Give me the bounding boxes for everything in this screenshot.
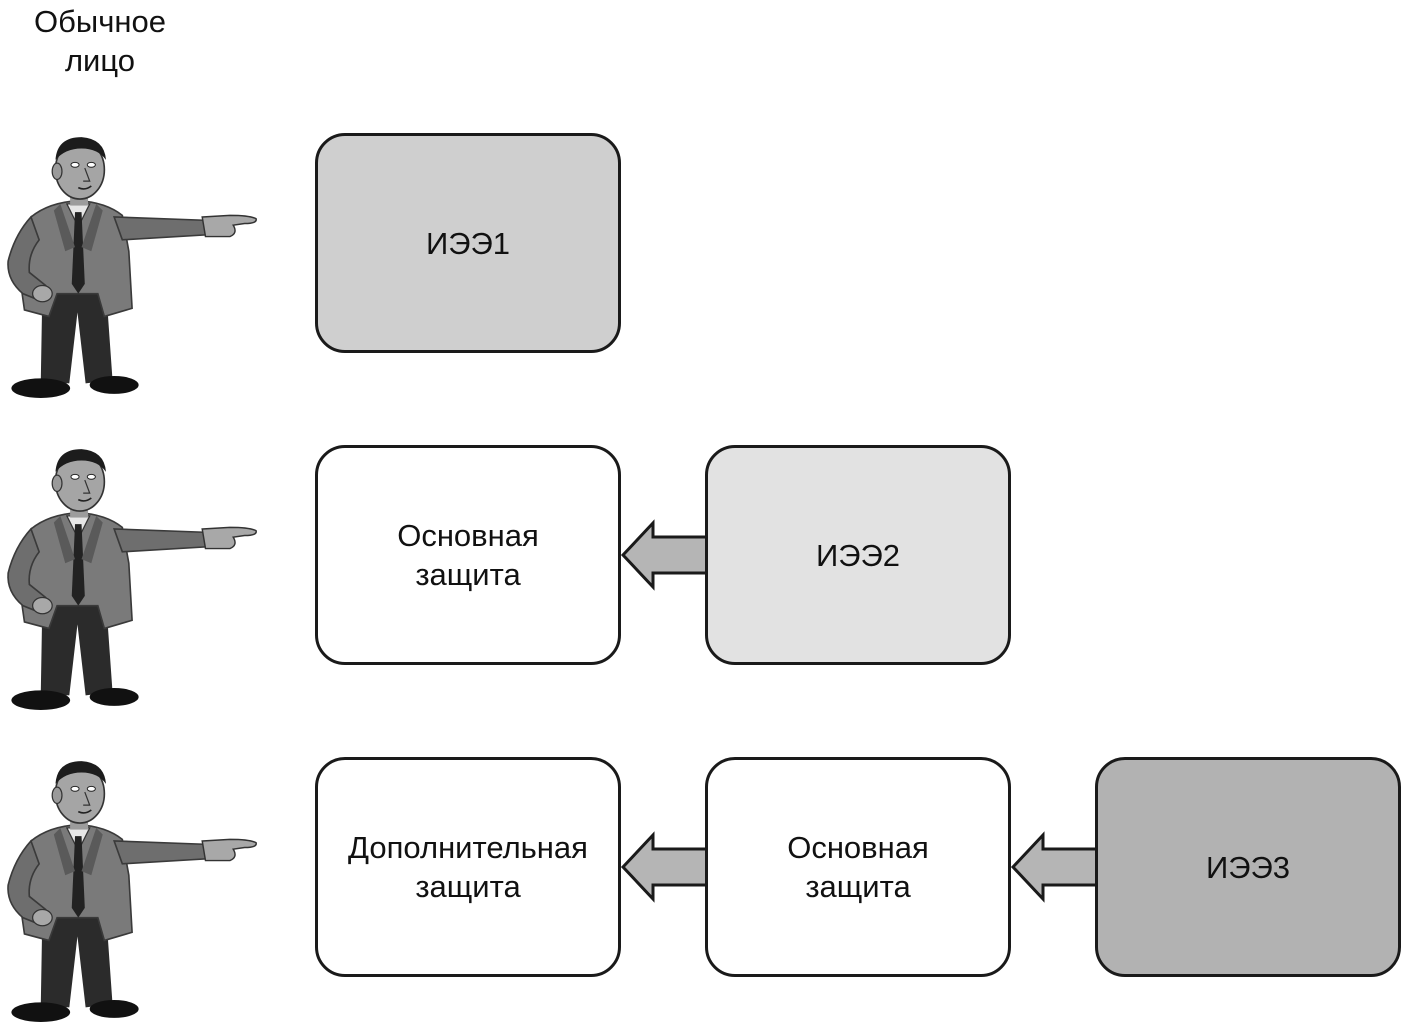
box-label: Основная защита [787, 830, 929, 904]
left-arrow-icon [1010, 831, 1099, 903]
source-box-1: ИЭЭ1 [315, 133, 621, 353]
box-label: Основная защита [397, 518, 539, 592]
box-label: Дополнительная защита [348, 830, 588, 904]
left-arrow-icon [620, 831, 709, 903]
left-arrow-icon [620, 519, 709, 591]
box-label: ИЭЭ3 [1205, 849, 1291, 885]
pointing-man-icon [7, 448, 258, 710]
pointing-man-icon [7, 760, 258, 1022]
source-box-2: ИЭЭ2 [705, 445, 1011, 665]
pointing-man-icon [7, 136, 258, 398]
box-label: ИЭЭ1 [425, 225, 511, 261]
source-box-3: ИЭЭ3 [1095, 757, 1401, 977]
person-label: Обычное лицо [34, 4, 166, 78]
basic-protection-box: Основная защита [705, 757, 1011, 977]
basic-protection-box: Основная защита [315, 445, 621, 665]
box-label: ИЭЭ2 [815, 537, 901, 573]
additional-protection-box: Дополнительная защита [315, 757, 621, 977]
